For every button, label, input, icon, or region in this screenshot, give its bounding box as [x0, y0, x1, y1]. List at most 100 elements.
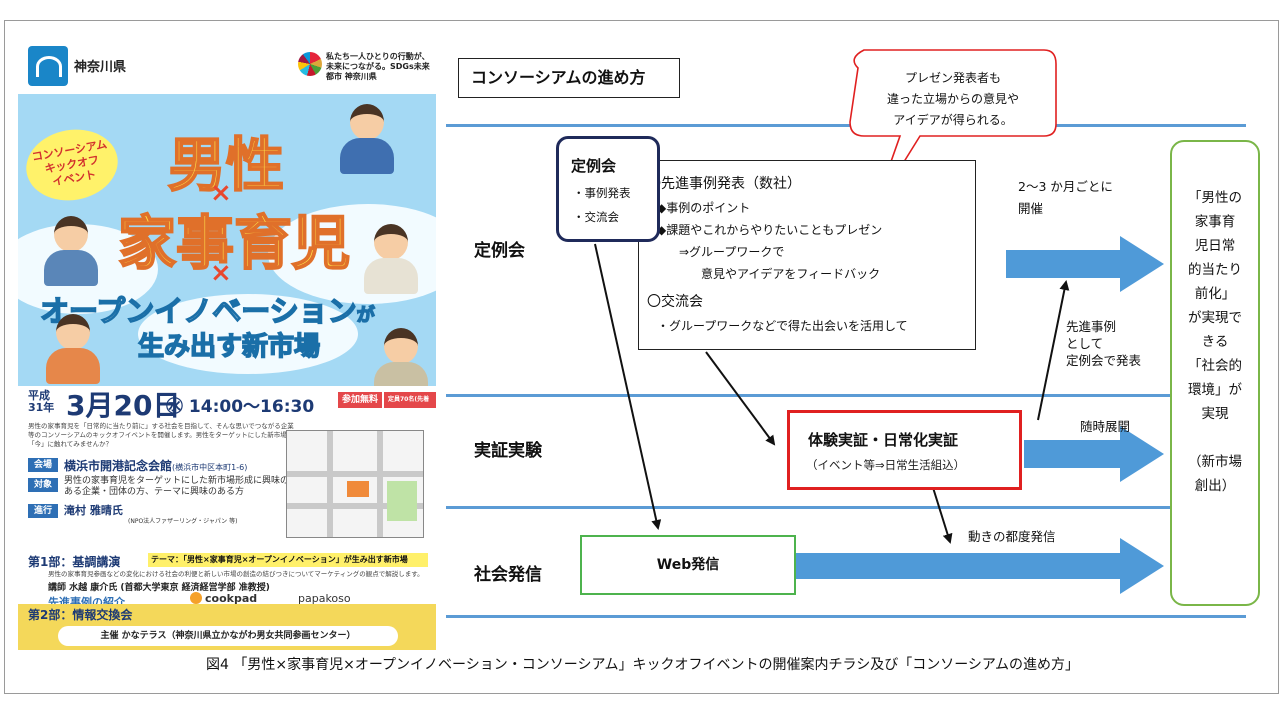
frequency-note: 2〜3 か月ごとに 開催	[1018, 176, 1113, 220]
flyer-info: 男性の家事育児を「日常的に当たり前に」する社会を目指して、そんな思いでつながる企…	[18, 420, 436, 550]
arrow-teirei	[1006, 236, 1164, 292]
regular-meeting-title: 定例会	[571, 157, 617, 175]
arrow-content-to-experiment	[705, 351, 776, 446]
case-note-line: 定例会で発表	[1066, 353, 1142, 368]
capacity-badge: 定員70名(先着順)	[384, 392, 436, 419]
goal-line: 環境」が	[1188, 382, 1242, 398]
venue-name: 横浜市開港記念会館(横浜市中区本町1-6)	[64, 457, 247, 474]
arrow-experiment-to-teirei	[1037, 280, 1070, 421]
row-label-experiment: 実証実験	[474, 441, 542, 461]
event-flyer: 神奈川県 私たち一人ひとりの行動が、未来につながる。SDGs未来都市 神奈川県 …	[18, 38, 436, 650]
mc-affiliation: (NPO法人ファザーリング・ジャパン 等)	[128, 518, 238, 525]
meeting-content-box: 〇先進事例発表（数社） ◆事例のポイント ◆課題やこれからやりたいこともプレゼン…	[638, 160, 976, 350]
regular-meeting-box: 定例会 ・事例発表 ・交流会	[556, 136, 660, 242]
goal-line: 前化」	[1194, 286, 1236, 302]
flyer-title-new-market: 生み出す新市場	[137, 331, 321, 363]
row-divider	[446, 615, 1246, 618]
goal-line	[1172, 426, 1258, 450]
frequency-line: 開催	[1018, 201, 1044, 216]
part2-label: 第2部：情報交換会	[28, 608, 133, 622]
experiment-box: 体験実証・日常化実証 （イベント等⇒日常生活組込）	[787, 410, 1022, 490]
part1-theme: テーマ：「男性×家事育児×オープンイノベーション」が生み出す新市場	[148, 553, 428, 567]
target-text: 男性の家事育児をターゲットにした新市場形成に興味のある企業・団体の方、テーマに興…	[64, 476, 290, 497]
kanagawa-logo-icon	[28, 46, 68, 86]
regular-meeting-item: ・交流会	[573, 210, 619, 224]
free-badge: 参加無料	[338, 392, 383, 408]
papakoso-logo: papakoso	[298, 592, 351, 605]
goal-line: （新市場	[1188, 454, 1242, 470]
goal-line: 的当たり	[1188, 262, 1242, 278]
times-sign: ×	[210, 258, 232, 288]
sdgs-wheel-icon	[298, 52, 322, 76]
sdgs-text: 私たち一人ひとりの行動が、未来につながる。SDGs未来都市 神奈川県	[326, 52, 430, 81]
speaker: 講師 水越 康介氏 (首都大学東京 経済経営学部 准教授)	[48, 583, 270, 593]
flyer-date-bar: 平成 31年 3月20日 ㊌ 14:00〜16:30 参加無料 定員70名(先着…	[18, 386, 436, 422]
flyer-part1: 第1部：基調講演 テーマ：「男性×家事育児×オープンイノベーション」が生み出す新…	[18, 550, 436, 609]
oi-particle: が	[356, 304, 376, 327]
expand-note: 随時展開	[1080, 419, 1131, 434]
content-bullet: ・グループワークなどで得た出会いを活用して	[657, 319, 908, 333]
part1-desc: 男性の家事育児参画などの変化における社会の利便と新しい市場の創造の結びつきについ…	[48, 570, 424, 578]
mc-name: 滝村 雅晴氏	[64, 504, 123, 517]
row-divider	[446, 506, 1246, 509]
goal-line: 実現	[1201, 406, 1229, 422]
organizer: 主催 かなテラス（神奈川県立かながわ男女共同参画センター）	[58, 626, 398, 646]
times-sign: ×	[210, 178, 232, 208]
frequency-line: 2〜3 か月ごとに	[1018, 179, 1113, 194]
row-label-dispatch: 社会発信	[474, 565, 542, 585]
content-bullet: ◆課題やこれからやりたいこともプレゼン	[657, 223, 883, 237]
goal-line: が実現で	[1188, 310, 1242, 326]
flyer-header: 神奈川県 私たち一人ひとりの行動が、未来につながる。SDGs未来都市 神奈川県	[18, 38, 436, 94]
goal-line: 児日常	[1194, 238, 1236, 254]
case-presentation-note: 先進事例 として 定例会で発表	[1066, 318, 1141, 369]
diagram-title: コンソーシアムの進め方	[458, 58, 680, 98]
figure-caption: 図4 「男性×家事育児×オープンイノベーション・コンソーシアム」キックオフイベン…	[206, 657, 1079, 673]
content-bullet: ⇒グループワークで	[679, 245, 785, 259]
venue-map	[286, 430, 424, 538]
flyer-title-men: 男性	[167, 130, 285, 200]
flyer-part2: 第2部：情報交換会 主催 かなテラス（神奈川県立かながわ男女共同参画センター）	[18, 604, 436, 650]
date-time: ㊌ 14:00〜16:30	[166, 397, 315, 417]
flyer-title-housework: 家事育児	[117, 208, 351, 278]
bubble-text: プレゼン発表者も 違った立場からの意見や アイデアが得られる。	[868, 68, 1038, 131]
goal-box: 「男性の 家事育 児日常 的当たり 前化」 が実現で きる 「社会的 環境」が …	[1170, 140, 1260, 606]
case-note-line: 先進事例	[1066, 319, 1117, 334]
content-bullet: 意見やアイデアをフィードバック	[701, 267, 881, 281]
regular-meeting-item: ・事例発表	[573, 186, 631, 200]
date-era: 平成 31年	[28, 389, 55, 414]
goal-line: 「社会的	[1188, 358, 1242, 374]
mc-tag: 進行	[28, 504, 58, 518]
row-label-teirei: 定例会	[474, 241, 525, 261]
goal-line: 創出）	[1194, 478, 1236, 494]
content-heading-exchange: 〇交流会	[647, 294, 703, 310]
speech-bubble	[849, 49, 1057, 211]
prefecture-name: 神奈川県	[74, 60, 127, 75]
experiment-subtitle: （イベント等⇒日常生活組込）	[806, 458, 966, 472]
arrow-dispatch	[796, 538, 1164, 594]
venue-main: 横浜市開港記念会館	[64, 459, 173, 473]
flyer-hero	[18, 94, 436, 386]
arrow-experiment	[1024, 426, 1164, 482]
part1-label: 第1部：基調講演	[28, 555, 121, 569]
venue-address: (横浜市中区本町1-6)	[172, 463, 248, 472]
flyer-intro: 男性の家事育児を「日常的に当たり前に」する社会を目指して、そんな思いでつながる企…	[28, 422, 294, 448]
case-note-line: として	[1066, 336, 1104, 351]
bubble-line: アイデアが得られる。	[893, 113, 1013, 127]
goal-line: きる	[1201, 334, 1229, 350]
cookpad-logo: cookpad	[190, 592, 257, 605]
flyer-title-open-innovation: オープンイノベーションが	[39, 288, 376, 330]
row-divider	[446, 394, 1246, 397]
experiment-title: 体験実証・日常化実証	[808, 431, 959, 449]
venue-tag: 会場	[28, 458, 58, 472]
dispatch-note: 動きの都度発信	[968, 529, 1056, 544]
bubble-line: プレゼン発表者も	[904, 71, 1001, 85]
row-divider	[446, 124, 1246, 127]
content-heading-cases: 〇先進事例発表（数社）	[647, 176, 801, 192]
target-tag: 対象	[28, 478, 58, 492]
goal-line: 家事育	[1194, 214, 1236, 230]
arrow-teirei-to-web	[594, 243, 662, 530]
web-dispatch-box: Web発信	[580, 535, 796, 595]
date-main: 3月20日	[66, 389, 181, 422]
bubble-line: 違った立場からの意見や	[886, 92, 1019, 106]
